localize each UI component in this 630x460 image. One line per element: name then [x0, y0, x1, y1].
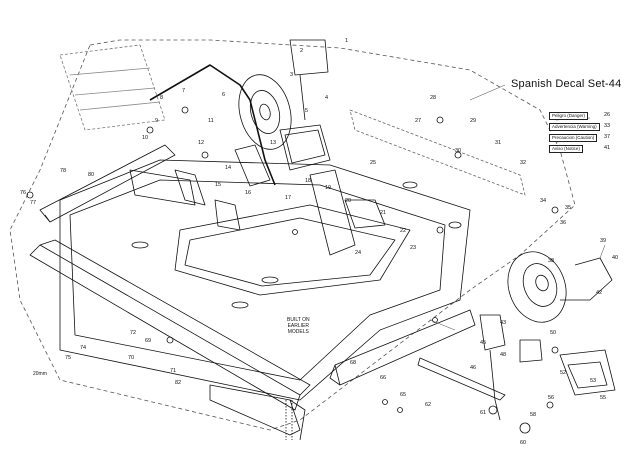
figure-code: 20mm [33, 371, 47, 377]
decal-label: Aviso (Notice) [552, 146, 580, 151]
part-callout: 17 [285, 195, 292, 201]
part-callout: 12 [198, 140, 205, 146]
part-callout: 13 [270, 140, 277, 146]
part-callout: 19 [325, 185, 332, 191]
part-callout: 4 [325, 95, 329, 101]
part-callout: 53 [590, 378, 597, 384]
note-line: MODELS [287, 329, 309, 335]
part-callout: 15 [215, 182, 222, 188]
part-callout: 5 [305, 108, 309, 114]
part-callout: 10 [142, 135, 149, 141]
part-callout: 60 [520, 440, 527, 446]
part-callout: 35 [565, 205, 572, 211]
note-line: EARLIER [287, 323, 309, 329]
part-callout: 43 [500, 320, 507, 326]
part-callout: 28 [430, 95, 437, 101]
part-callout: 20 [345, 198, 352, 204]
part-callout: 52 [560, 370, 567, 376]
part-callout: 46 [470, 365, 477, 371]
part-callout: 25 [370, 160, 377, 166]
part-callout: 31 [495, 140, 502, 146]
part-callout: 45 [480, 340, 487, 346]
part-callout: 18 [305, 178, 312, 184]
decal-number: 37 [604, 134, 611, 140]
part-callout: 65 [400, 392, 407, 398]
part-callout: 40 [612, 255, 619, 261]
part-callout: 55 [600, 395, 607, 401]
note-line: BUILT ON [287, 317, 310, 323]
decal-box-warning: Advertencia (Warning) [549, 123, 600, 131]
part-callout: 58 [530, 412, 537, 418]
decal-box-notice: Aviso (Notice) [549, 145, 583, 153]
decal-box-danger: Peligro (Danger) [549, 112, 589, 120]
part-callout: 6 [222, 92, 226, 98]
part-callout: 69 [145, 338, 152, 344]
part-callout: 74 [80, 345, 87, 351]
part-callout: 1 [345, 38, 349, 44]
decal-number: 41 [604, 145, 611, 151]
part-callout: 16 [245, 190, 252, 196]
part-callout: 7 [182, 88, 186, 94]
decal-box-caution: Precaucion (Caution) [549, 134, 598, 142]
part-callout: 50 [550, 330, 557, 336]
part-callout: 62 [425, 402, 432, 408]
part-callout: 9 [155, 118, 159, 124]
part-callout: 66 [380, 375, 387, 381]
part-callout: 82 [175, 380, 182, 386]
part-callout: 32 [520, 160, 527, 166]
part-callout: 38 [548, 258, 555, 264]
part-callout: 23 [410, 245, 417, 251]
part-callout: 11 [208, 118, 214, 124]
decal-number: 33 [604, 123, 611, 129]
part-callout: 21 [380, 210, 387, 216]
decal-label: Precaucion (Caution) [552, 135, 595, 140]
part-callout: 22 [400, 228, 407, 234]
part-callout: 34 [540, 198, 547, 204]
part-callout: 61 [480, 410, 487, 416]
decal-set-title: Spanish Decal Set-44 [511, 78, 622, 90]
part-callout: 27 [415, 118, 422, 124]
part-callout: 24 [355, 250, 362, 256]
part-callout: 48 [500, 352, 507, 358]
part-callout: 77 [30, 200, 37, 206]
decal-label: Advertencia (Warning) [552, 124, 597, 129]
part-callout: 70 [128, 355, 135, 361]
part-callout: 80 [88, 172, 95, 178]
part-callout: 56 [548, 395, 555, 401]
part-callout: 75 [65, 355, 72, 361]
part-callout: 2 [300, 48, 304, 54]
part-callout: 30 [455, 148, 462, 154]
part-callout: 36 [560, 220, 567, 226]
part-callout: 78 [60, 168, 67, 174]
part-callout: 71 [170, 368, 177, 374]
part-callout: 68 [350, 360, 357, 366]
part-callout: 29 [470, 118, 477, 124]
part-callout: 76 [20, 190, 27, 196]
earlier-models-note: BUILT ON EARLIER MODELS [287, 317, 310, 335]
part-callout: 14 [225, 165, 232, 171]
part-callout: 8 [160, 95, 164, 101]
part-callout: 72 [130, 330, 137, 336]
part-callout: 3 [290, 72, 294, 78]
decal-number: 26 [604, 112, 611, 118]
part-callout: 39 [600, 238, 607, 244]
part-callout: 42 [596, 290, 603, 296]
decal-label: Peligro (Danger) [552, 113, 586, 118]
